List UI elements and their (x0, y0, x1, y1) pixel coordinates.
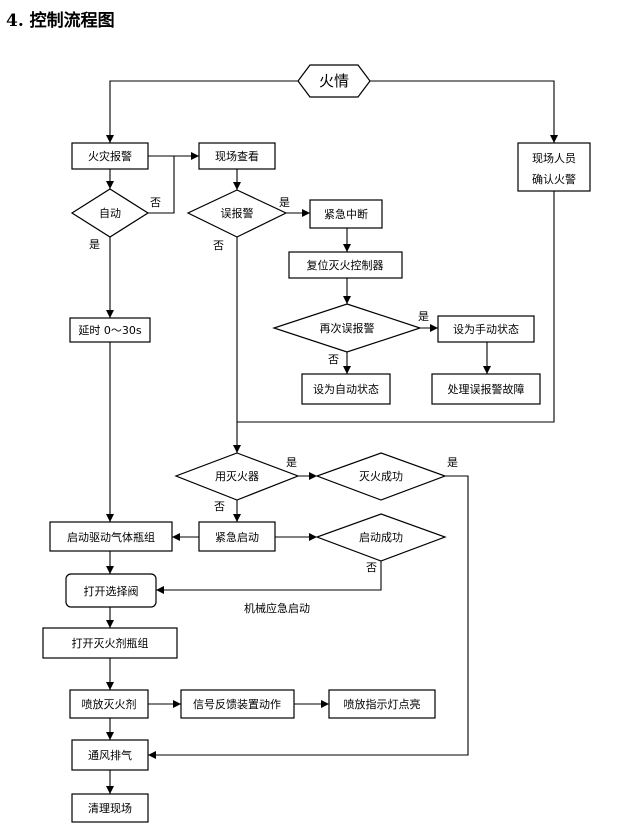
node-open-valve: 打开选择阀 (65, 573, 157, 608)
title-number: 4. (6, 11, 24, 31)
label-auto-yes: 是 (89, 238, 100, 251)
node-fire-label: 火情 (319, 72, 349, 90)
node-set-manual-label: 设为手动状态 (453, 322, 519, 336)
node-reset-controller-label: 复位灭火控制器 (307, 258, 384, 272)
label-again-yes: 是 (418, 310, 429, 323)
node-auto-label: 自动 (99, 207, 121, 220)
edge-startsuccess-no (156, 561, 382, 594)
label-extinguisher-no: 否 (214, 500, 225, 513)
node-delay: 延时 0～30s (69, 317, 151, 343)
node-start-gas-label: 启动驱动气体瓶组 (67, 530, 155, 544)
node-site-check-label: 现场查看 (215, 149, 259, 163)
edge-staff-to-extinguisher (237, 191, 555, 423)
node-spray-light-label: 喷放指示灯点亮 (344, 697, 421, 711)
edge-auto-no (148, 156, 175, 214)
label-success-yes: 是 (447, 456, 458, 469)
edge-success-yes (148, 475, 469, 759)
node-staff-confirm-line1: 现场人员 (532, 151, 576, 165)
node-spray: 喷放灭火剂 (69, 689, 149, 719)
node-spray-label: 喷放灭火剂 (82, 697, 137, 711)
node-emergency-start-label: 紧急启动 (215, 530, 259, 544)
node-start-success-label: 启动成功 (359, 531, 403, 544)
node-set-manual: 设为手动状态 (437, 315, 535, 343)
node-handle-fault-label: 处理误报警故障 (448, 382, 525, 396)
node-spray-light: 喷放指示灯点亮 (328, 689, 436, 719)
node-emergency-stop-label: 紧急中断 (324, 207, 368, 221)
connectors (106, 80, 558, 794)
node-fire-alarm: 火灾报警 (71, 142, 149, 170)
node-false-alarm-label: 误报警 (221, 206, 254, 220)
node-use-extinguisher-label: 用灭火器 (215, 470, 259, 483)
node-open-agent-label: 打开灭火剂瓶组 (72, 636, 149, 650)
node-site-check: 现场查看 (198, 142, 276, 170)
node-false-alarm-again: 再次误报警 (272, 303, 422, 353)
node-extinguish-success-label: 灭火成功 (359, 470, 403, 483)
node-set-auto-label: 设为自动状态 (313, 382, 379, 396)
node-fire-alarm-label: 火灾报警 (88, 149, 132, 163)
node-false-alarm: 误报警 (186, 189, 288, 238)
label-extinguisher-yes: 是 (286, 456, 297, 469)
node-emergency-stop: 紧急中断 (309, 199, 383, 229)
label-start-success-no: 否 (366, 561, 377, 574)
edge-fire-to-alarm (106, 80, 298, 143)
node-delay-label: 延时 0～30s (78, 324, 141, 337)
node-ventilate-label: 通风排气 (88, 748, 132, 762)
label-false-alarm-no: 否 (213, 239, 224, 252)
label-false-alarm-yes: 是 (279, 196, 290, 209)
node-fire: 火情 (297, 64, 371, 98)
node-start-success: 启动成功 (315, 513, 447, 562)
node-open-agent: 打开灭火剂瓶组 (42, 627, 178, 659)
node-reset-controller: 复位灭火控制器 (288, 251, 403, 279)
node-use-extinguisher: 用灭火器 (174, 452, 300, 501)
node-set-auto: 设为自动状态 (301, 373, 391, 405)
node-auto: 自动 (70, 188, 150, 238)
node-open-valve-label: 打开选择阀 (84, 584, 139, 598)
node-cleanup: 清理现场 (71, 793, 149, 823)
node-signal-feedback-label: 信号反馈装置动作 (193, 698, 281, 711)
title-text: 控制流程图 (29, 11, 115, 31)
node-start-gas: 启动驱动气体瓶组 (49, 521, 173, 552)
node-ventilate: 通风排气 (71, 739, 149, 771)
node-handle-fault: 处理误报警故障 (431, 373, 541, 405)
edge-fire-to-staff (370, 80, 558, 143)
node-cleanup-label: 清理现场 (88, 801, 132, 815)
node-emergency-start: 紧急启动 (198, 521, 276, 552)
node-signal-feedback: 信号反馈装置动作 (180, 689, 295, 719)
label-again-no: 否 (328, 353, 339, 366)
mech-start-annotation: 机械应急启动 (244, 601, 310, 615)
node-false-alarm-again-label: 再次误报警 (320, 321, 375, 335)
node-staff-confirm: 现场人员 确认火警 (517, 142, 591, 192)
node-staff-confirm-line2: 确认火警 (532, 172, 576, 186)
node-extinguish-success: 灭火成功 (315, 452, 447, 501)
page-title: 4. 控制流程图 (6, 6, 115, 31)
label-auto-no: 否 (150, 196, 161, 209)
edge-labels: 否 是 是 否 是 否 是 否 是 否 (89, 196, 458, 574)
